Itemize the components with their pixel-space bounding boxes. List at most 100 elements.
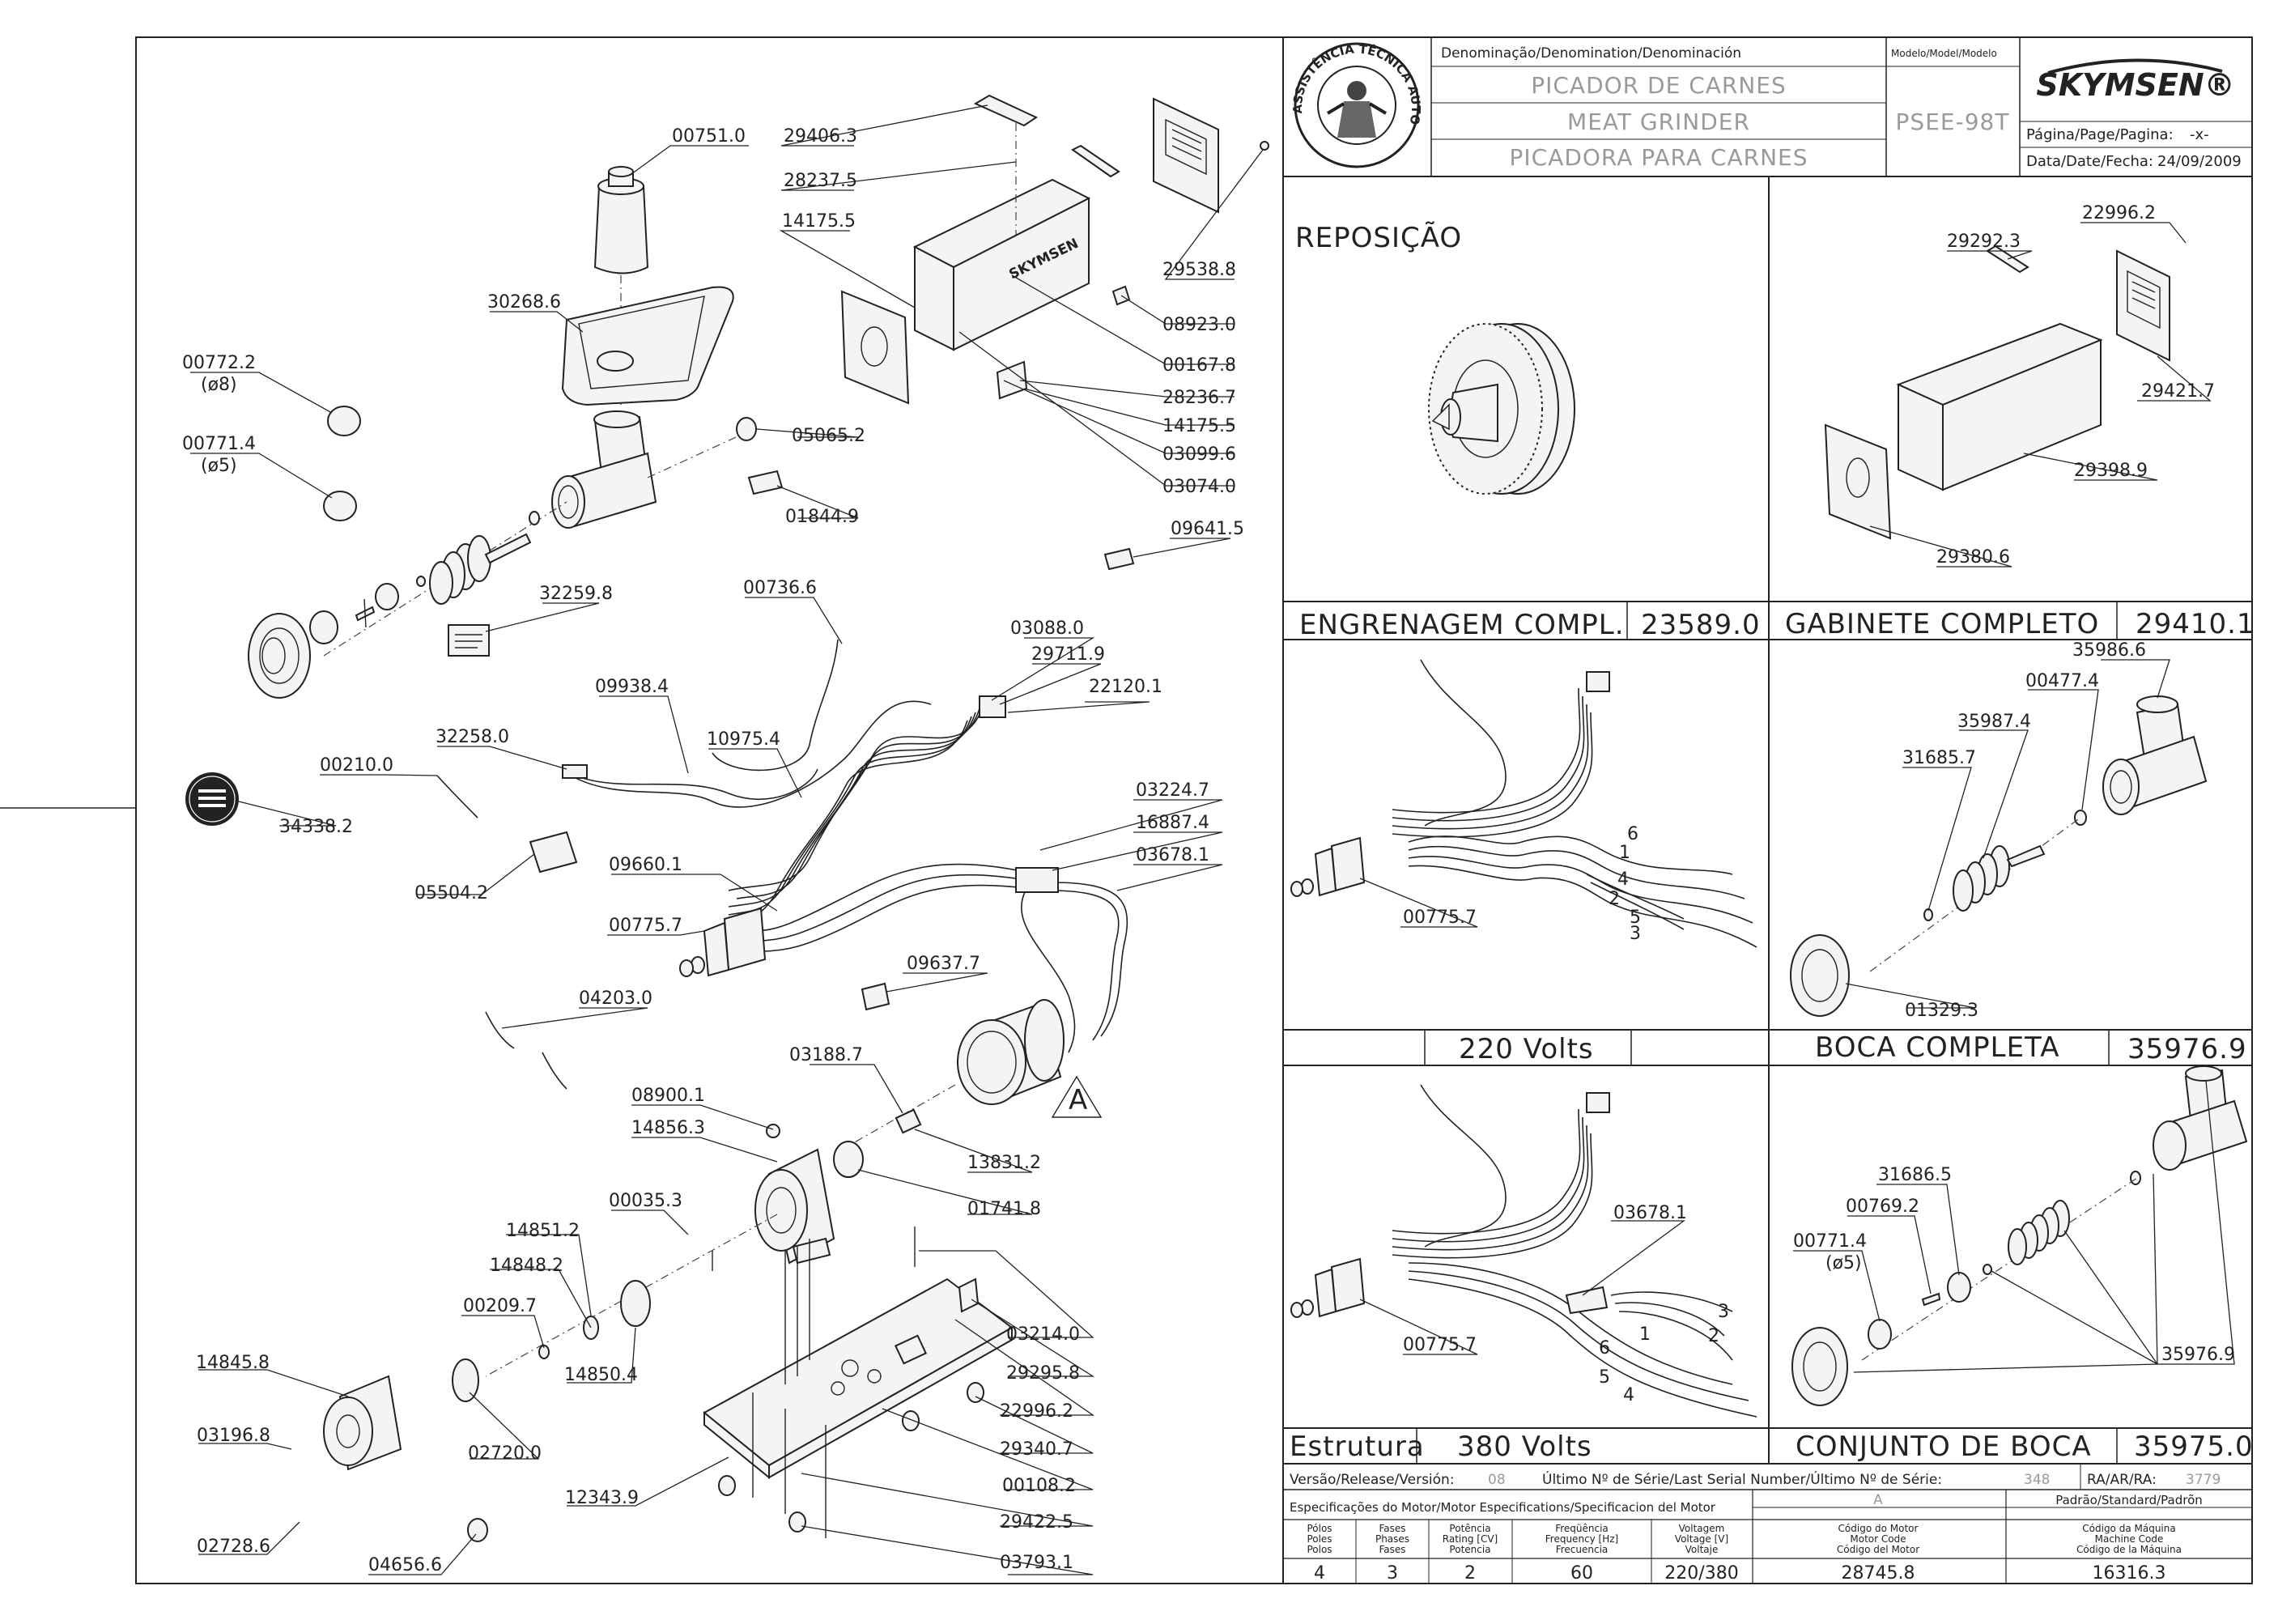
spec-value: 2 — [1464, 1563, 1476, 1584]
spec-col-header: Polos — [1307, 1544, 1332, 1555]
cable-04203-b — [542, 1052, 567, 1090]
wiring380-label: 00775.7 — [1403, 1335, 1477, 1355]
front-cover-14845 — [323, 1375, 402, 1471]
part-label: 00108.2 — [1002, 1476, 1076, 1496]
wiring380-label: 03678.1 — [1613, 1203, 1687, 1223]
part-label: 01741.8 — [967, 1199, 1041, 1219]
spec-value: 4 — [1314, 1563, 1325, 1584]
boca-footer-code: 35976.9 — [2127, 1033, 2247, 1065]
part-label: 30268.6 — [487, 292, 561, 312]
name-es: PICADORA PARA CARNES — [1509, 144, 1808, 171]
spec-col-header: Rating [CV] — [1443, 1533, 1498, 1545]
part-label: 00736.6 — [743, 578, 817, 598]
motor-specs-table: Especificações do Motor/Motor Especifica… — [1283, 1490, 2252, 1584]
panel-conjunto: 31686.5 00769.2 00771.4 (ø5) 35976.9 CON… — [1791, 1065, 2253, 1463]
wire-number: 5 — [1630, 908, 1641, 928]
part-label: 22120.1 — [1089, 677, 1162, 697]
spec-col-header: Phases — [1375, 1533, 1409, 1545]
part-label: 02720.0 — [468, 1443, 542, 1464]
spec-col-header: Código del Motor — [1837, 1544, 1919, 1555]
spec-col-header: Machine Code — [2095, 1533, 2164, 1545]
boca-label: 35986.6 — [2072, 640, 2146, 661]
wire-number: 6 — [1599, 1338, 1610, 1358]
cabinet-part: SKYMSEN — [912, 178, 1091, 351]
decal-09641 — [1103, 547, 1135, 571]
leader-lines — [190, 104, 1264, 1575]
wiring220-footer: 220 Volts — [1459, 1033, 1594, 1065]
decal-01844 — [747, 470, 784, 495]
screws — [712, 1227, 916, 1538]
part-label: 16887.4 — [1136, 813, 1209, 833]
part-label: 29422.5 — [1000, 1512, 1073, 1533]
part-label: 00771.4 — [182, 434, 256, 454]
tray-part — [561, 286, 734, 406]
exploded-view: SKYMSEN — [182, 94, 1269, 1575]
part-label: 01844.9 — [785, 507, 859, 527]
version-value: 08 — [1488, 1472, 1506, 1488]
part-label: 03188.7 — [789, 1045, 863, 1065]
svg-text:ASSISTÊNCIA TÉCNICA AUTORIZADA: ASSISTÊNCIA TÉCNICA AUTORIZADA — [0, 0, 1423, 126]
reposicao-footer-code: 23589.0 — [1641, 609, 1761, 641]
part-number-labels: 00751.0 29406.3 28237.5 14175.5 29538.8 … — [182, 126, 1244, 1575]
part-label: 03196.8 — [197, 1426, 270, 1446]
spec-col-header: Potencia — [1449, 1544, 1490, 1555]
panel-wiring-380: 03678.1 00775.7 3 1 2 6 5 4 Estrutura 38… — [1290, 1084, 1757, 1463]
gear-02720 — [452, 1358, 479, 1402]
spec-value: 60 — [1570, 1563, 1593, 1584]
model-value: PSEE-98T — [1896, 108, 2010, 135]
part-label: 09660.1 — [609, 855, 682, 875]
gabinete-footer-code: 29410.1 — [2136, 608, 2255, 640]
standard-header: Padrão/Standard/Padrõn — [2055, 1493, 2203, 1507]
part-label: 03088.0 — [1010, 619, 1084, 639]
seal-text: ASSISTÊNCIA TÉCNICA AUTORIZADA — [0, 0, 1423, 126]
model-header: Modelo/Model/Modelo — [1891, 48, 1997, 59]
motor-letter: A — [1069, 1084, 1088, 1116]
wire-number: 5 — [1599, 1367, 1610, 1388]
wire-number: 1 — [1619, 843, 1630, 863]
gabinete-label: 29421.7 — [2141, 381, 2215, 402]
serial-label: Último Nº de Série/Last Serial Number/Úl… — [1542, 1470, 1942, 1488]
boca-footer-name: BOCA COMPLETA — [1815, 1031, 2059, 1064]
part-label: 05504.2 — [414, 883, 488, 903]
spec-col-header: Potência — [1449, 1523, 1490, 1534]
wire-number: 2 — [1708, 1326, 1719, 1346]
part-label: 03074.0 — [1162, 477, 1236, 497]
spec-col-header: Voltaje — [1685, 1544, 1719, 1555]
part-label: 14848.2 — [490, 1256, 563, 1276]
spec-value: 3 — [1387, 1563, 1398, 1584]
page-label: Página/Page/Pagina: — [2026, 126, 2174, 143]
spec-col-header: Freqüência — [1555, 1523, 1609, 1534]
spec-value: 220/380 — [1664, 1563, 1738, 1584]
part-label: 34338.2 — [279, 817, 353, 837]
spec-col-header: Voltagem — [1679, 1523, 1725, 1534]
part-label: 08923.0 — [1162, 315, 1236, 335]
conjunto-footer-name: CONJUNTO DE BOCA — [1796, 1431, 2092, 1463]
spec-col-header: Frequency [Hz] — [1545, 1533, 1619, 1545]
panel-reposicao: REPOSIÇÃO ENGRENAGEM COMPL. 23589.0 — [1295, 222, 1761, 641]
part-label: 32258.0 — [436, 727, 509, 747]
wire-number: 4 — [1617, 869, 1629, 890]
washer-00209 — [538, 1345, 550, 1359]
spec-col-header: Poles — [1307, 1533, 1332, 1545]
part-label: 03099.6 — [1162, 444, 1236, 465]
rear-grille-part — [1153, 97, 1219, 214]
conjunto-label: 35976.9 — [2161, 1345, 2235, 1365]
part-label: (ø8) — [201, 375, 237, 395]
washer-part — [736, 417, 757, 441]
panel-gabinete: 22996.2 29292.3 29421.7 29398.9 29380.6 … — [1785, 203, 2255, 640]
spec-col-header: Fases — [1379, 1544, 1405, 1555]
boca-label: 00477.4 — [2025, 671, 2099, 691]
part-label: 00209.7 — [463, 1296, 537, 1316]
reposicao-title: REPOSIÇÃO — [1295, 222, 1462, 254]
panel-grid — [1283, 176, 2252, 1465]
name-en: MEAT GRINDER — [1567, 108, 1750, 135]
part-label: 02728.6 — [197, 1537, 270, 1557]
ra-label: RA/AR/RA: — [2087, 1472, 2157, 1488]
gabinete-label: 29380.6 — [1936, 547, 2010, 568]
bar-part — [1071, 144, 1120, 178]
part-label: 08900.1 — [631, 1086, 705, 1106]
switch-00775 — [679, 907, 767, 977]
part-label: 29711.9 — [1031, 644, 1105, 665]
wire-number: 2 — [1609, 889, 1620, 909]
part-label: 14175.5 — [782, 211, 856, 232]
